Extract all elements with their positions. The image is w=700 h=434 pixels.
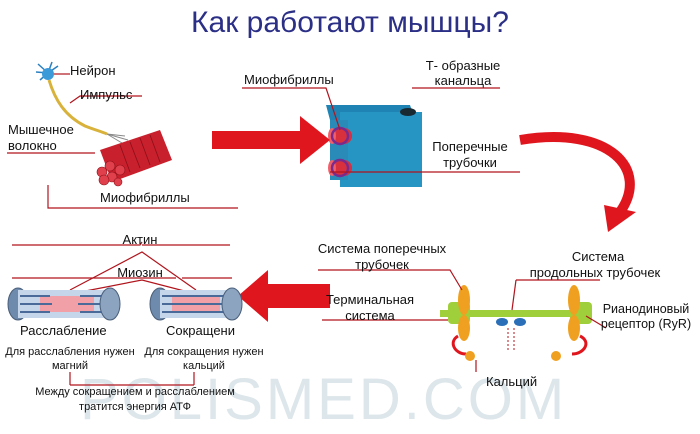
muscle-fiber-bundle	[96, 130, 172, 187]
page-title: Как работают мышцы?	[191, 6, 509, 39]
sarcomere-relaxed	[7, 287, 121, 321]
label-contraction: Сокращени	[166, 323, 235, 338]
nerve-endings	[106, 133, 129, 144]
axon-path	[47, 79, 108, 136]
leader-lines-bottom-right	[318, 269, 607, 372]
label-longitudinal-system-1: Система	[571, 249, 625, 264]
leader-lines-top-middle	[242, 87, 520, 173]
label-atp-1: Между сокращением и расслаблением	[35, 386, 235, 398]
tubule-block	[326, 105, 422, 187]
arrow-left	[238, 270, 330, 322]
label-ryr-1: Рианодиновый	[602, 302, 690, 316]
label-neuron: Нейрон	[70, 63, 116, 78]
label-t-rings-1: Т- образные	[425, 58, 501, 73]
watermark: POLISMED.COM	[80, 367, 568, 432]
label-transverse-tubules-2: трубочки	[443, 155, 497, 170]
label-calcium: Кальций	[486, 374, 538, 389]
neuron-icon	[35, 61, 59, 81]
label-relax-need-1: Для расслабления нужен	[5, 346, 135, 358]
label-transverse-tubules-1: Поперечные	[432, 139, 508, 154]
label-transverse-system-1: Система поперечных	[317, 241, 447, 256]
label-transverse-system-2: трубочек	[355, 257, 409, 272]
leader-lines-top-left	[7, 73, 238, 209]
leader-lines-bottom-left	[12, 241, 232, 386]
label-contract-need-2: кальций	[183, 360, 225, 372]
label-muscle-fiber-1: Мышечное	[8, 122, 74, 137]
label-longitudinal-system-2: продольных трубочек	[529, 265, 661, 280]
sarcoplasmic-system	[440, 285, 592, 361]
label-myosin: Миозин	[117, 265, 163, 280]
label-terminal-system-1: Терминальная	[325, 292, 415, 307]
label-muscle-fiber-2: волокно	[8, 138, 57, 153]
sarcomere-contracted	[149, 287, 243, 321]
label-myofibrils-left: Миофибриллы	[100, 190, 190, 205]
myofibril-rod-bottom	[328, 158, 352, 178]
label-ryr-2: рецептор (RyR)	[600, 317, 692, 331]
arrow-right	[212, 116, 330, 164]
label-atp-2: тратится энергия АТФ	[79, 401, 191, 413]
label-terminal-system-2: система	[345, 308, 395, 323]
myofibril-rod-top	[328, 126, 352, 146]
label-actin: Актин	[122, 232, 158, 247]
label-contract-need-1: Для сокращения нужен	[144, 346, 264, 358]
label-relax-need-2: магний	[51, 360, 89, 372]
label-t-rings-2: канальца	[434, 73, 492, 88]
label-myofibrils-top: Миофибриллы	[244, 72, 334, 87]
label-impulse: Импульс	[80, 87, 133, 102]
label-relaxation: Расслабление	[20, 323, 107, 338]
arrow-curve	[519, 132, 635, 215]
